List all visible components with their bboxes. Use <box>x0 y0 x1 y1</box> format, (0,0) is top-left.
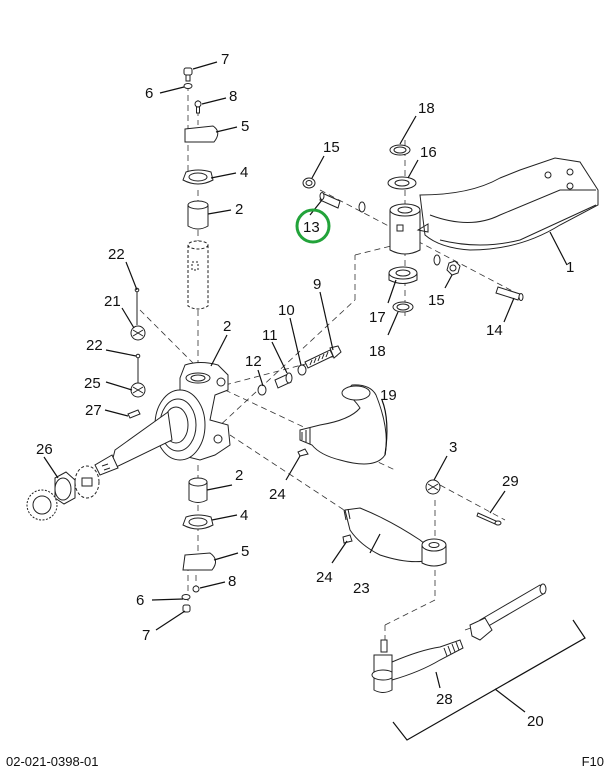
washer-15b[interactable] <box>433 254 441 266</box>
washer-6-upper[interactable] <box>183 83 193 89</box>
callout-6-upper[interactable]: 6 <box>145 85 153 102</box>
tie-rod-end-28[interactable] <box>371 639 464 693</box>
callout-8-lower[interactable]: 8 <box>228 573 236 590</box>
document-number: 02-021-0398-01 <box>6 754 99 769</box>
callout-10[interactable]: 10 <box>278 302 295 319</box>
bushing-11[interactable] <box>274 372 293 389</box>
castle-nut-25[interactable] <box>130 382 146 398</box>
cover-plate-5-upper[interactable] <box>184 125 219 143</box>
callout-15-lower[interactable]: 15 <box>428 292 445 309</box>
key-24-lower[interactable] <box>342 534 353 544</box>
callout-18-upper[interactable]: 18 <box>418 100 435 117</box>
callout-12[interactable]: 12 <box>245 353 262 370</box>
callout-24-upper[interactable]: 24 <box>269 486 286 503</box>
cotter-pin-29[interactable] <box>476 512 502 526</box>
callout-24-lower[interactable]: 24 <box>316 569 333 586</box>
callout-20[interactable]: 20 <box>527 713 544 730</box>
axle-beam-1[interactable] <box>419 157 599 251</box>
seal-4-lower[interactable] <box>182 514 214 530</box>
callout-7-upper[interactable]: 7 <box>221 51 229 68</box>
bracket-20 <box>392 619 586 741</box>
washer-6-lower[interactable] <box>181 594 191 600</box>
callout-25[interactable]: 25 <box>84 375 101 392</box>
callout-18-lower[interactable]: 18 <box>369 343 386 360</box>
washer-26b[interactable] <box>74 465 100 499</box>
thrust-washer-18-upper[interactable] <box>389 144 411 156</box>
kingpin[interactable] <box>187 240 209 310</box>
callout-5-upper[interactable]: 5 <box>241 118 249 135</box>
callout-16[interactable]: 16 <box>420 144 437 161</box>
cover-plate-5-lower[interactable] <box>182 552 216 571</box>
callout-3[interactable]: 3 <box>449 439 457 456</box>
spindle-nut-26[interactable] <box>54 471 76 505</box>
axle-assembly <box>302 144 599 313</box>
callout-11[interactable]: 11 <box>262 327 278 344</box>
callout-22-upper[interactable]: 22 <box>108 246 125 263</box>
callout-17[interactable]: 17 <box>369 309 386 326</box>
callout-2-lower[interactable]: 2 <box>235 467 243 484</box>
knuckle-boss[interactable] <box>389 203 429 255</box>
leader-lines <box>43 61 568 713</box>
bolt-7-upper[interactable] <box>183 67 193 82</box>
callout-4-lower[interactable]: 4 <box>240 507 248 524</box>
bushing-2-upper[interactable] <box>187 200 209 230</box>
callout-4-upper[interactable]: 4 <box>240 164 248 181</box>
callout-1[interactable]: 1 <box>566 259 574 276</box>
callout-9[interactable]: 9 <box>313 276 321 293</box>
castle-nut-21[interactable] <box>130 325 146 341</box>
callout-26[interactable]: 26 <box>36 441 53 458</box>
draw-key-13[interactable] <box>319 192 341 209</box>
fitting-8-upper[interactable] <box>194 100 202 114</box>
key-24-upper[interactable] <box>297 448 309 457</box>
callout-7-lower[interactable]: 7 <box>142 627 150 644</box>
washer-10[interactable] <box>297 364 307 376</box>
draw-key-14[interactable] <box>495 286 524 301</box>
callout-8-upper[interactable]: 8 <box>229 88 237 105</box>
callout-2-upper[interactable]: 2 <box>235 201 243 218</box>
callout-21[interactable]: 21 <box>104 293 121 310</box>
tie-rod-tube[interactable] <box>469 583 547 641</box>
callout-2-knuckle[interactable]: 2 <box>223 318 231 335</box>
callout-14[interactable]: 14 <box>486 322 503 339</box>
callout-19[interactable]: 19 <box>380 387 397 404</box>
thrust-washer-18-lower[interactable] <box>392 301 414 313</box>
callout-13-highlight-ring <box>295 208 331 244</box>
bushing-2-lower[interactable] <box>188 477 208 503</box>
left-side-parts <box>26 287 146 521</box>
callout-23[interactable]: 23 <box>353 580 370 597</box>
upper-kingpin-stack <box>182 67 219 310</box>
seal-4-upper[interactable] <box>182 169 214 185</box>
callout-6-lower[interactable]: 6 <box>136 592 144 609</box>
washer-13b[interactable] <box>358 201 366 213</box>
fitting-8-lower[interactable] <box>192 585 200 593</box>
washer-12[interactable] <box>257 384 267 396</box>
lock-washer-26[interactable] <box>26 489 58 521</box>
callout-15-upper[interactable]: 15 <box>323 139 340 156</box>
callout-29[interactable]: 29 <box>502 473 519 490</box>
steering-arm-19[interactable] <box>299 384 387 465</box>
tie-rod-assembly <box>371 583 586 741</box>
steering-arms <box>257 345 502 567</box>
callout-5-lower[interactable]: 5 <box>241 543 249 560</box>
washer-16[interactable] <box>387 176 417 190</box>
nut-15-upper[interactable] <box>302 177 316 189</box>
page-code: F10 <box>581 754 604 769</box>
callout-22-lower[interactable]: 22 <box>86 337 103 354</box>
bolt-9[interactable] <box>304 345 342 369</box>
tie-rod-arm-23[interactable] <box>343 507 447 567</box>
nut-15-lower[interactable] <box>446 260 461 276</box>
washer-17[interactable] <box>388 266 418 284</box>
callout-27[interactable]: 27 <box>85 402 102 419</box>
cotter-22-upper[interactable] <box>134 287 140 325</box>
lower-kingpin-stack <box>181 477 216 613</box>
bolt-7-lower[interactable] <box>182 604 191 613</box>
cotter-22-lower[interactable] <box>135 353 141 383</box>
callout-labels: 7 6 8 5 4 2 18 15 16 13 1 22 21 9 10 2 1… <box>36 51 574 730</box>
pin-27[interactable] <box>127 409 141 419</box>
callout-28[interactable]: 28 <box>436 691 453 708</box>
steering-knuckle[interactable] <box>94 362 231 476</box>
castle-nut-3[interactable] <box>425 479 441 495</box>
callout-13[interactable]: 13 <box>303 219 320 236</box>
